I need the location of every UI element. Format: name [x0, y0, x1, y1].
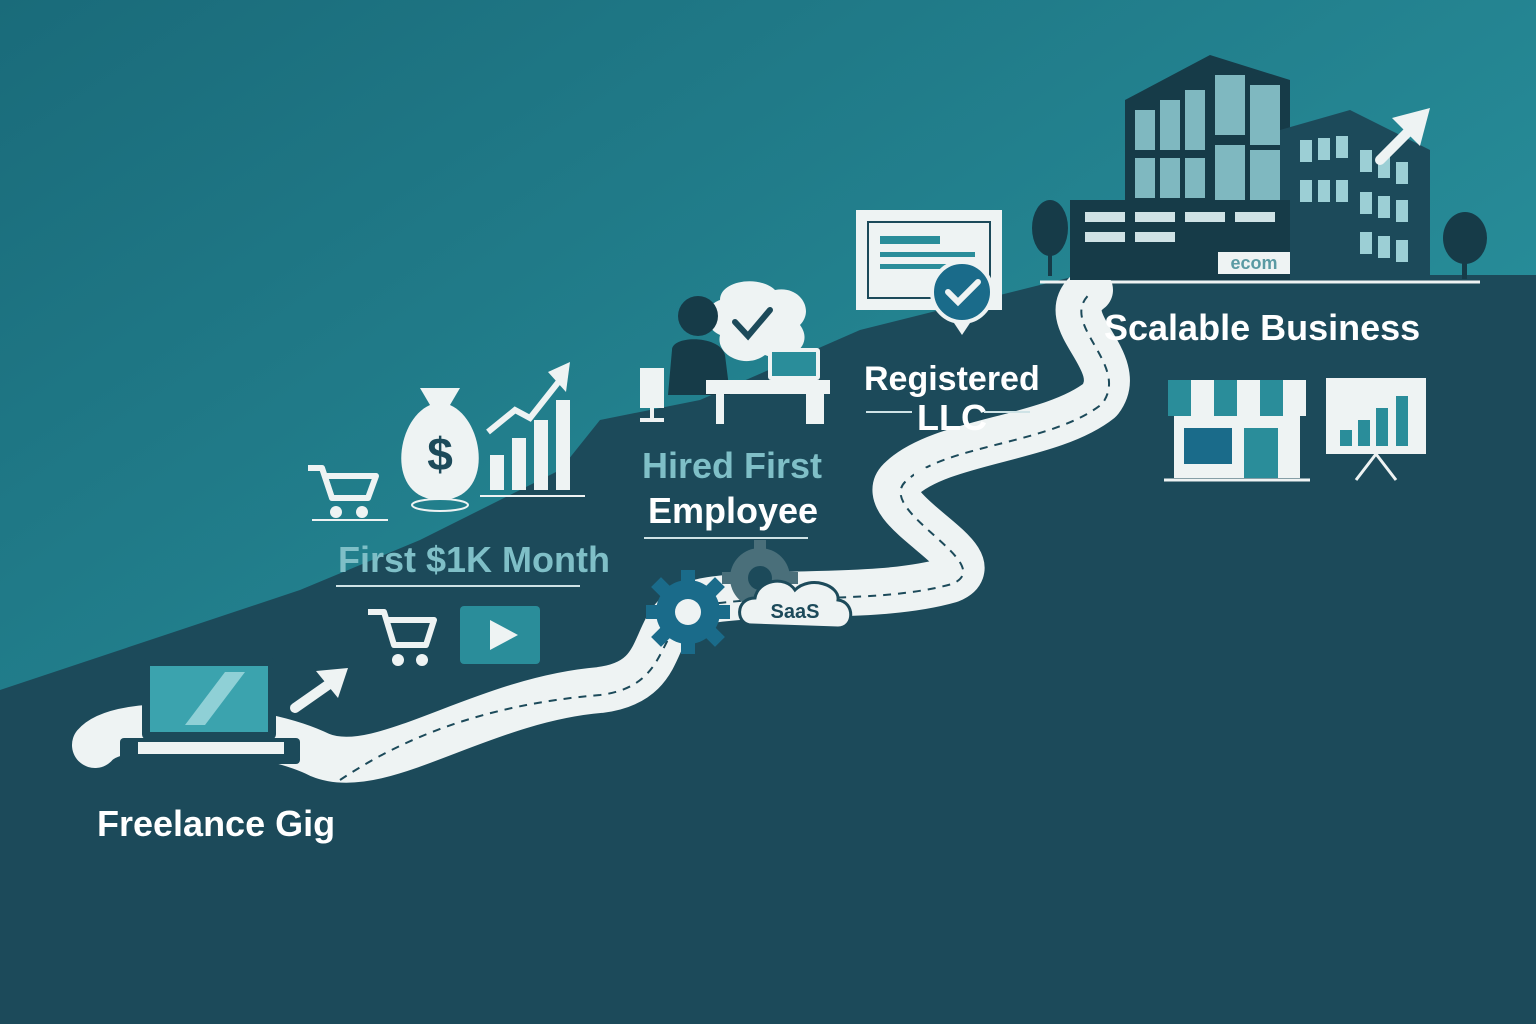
milestone-hired-label-line2: Employee — [648, 490, 818, 531]
arrow-up-right-icon — [1375, 108, 1430, 165]
gear-icon — [646, 570, 730, 654]
tree-icon — [1443, 212, 1487, 279]
check-badge-icon — [930, 260, 994, 335]
milestone-llc-label-line1: Registered — [864, 360, 1040, 398]
person-at-desk-icon — [640, 296, 830, 424]
money-bag-icon: $ — [401, 388, 479, 512]
road-arrow-icon — [910, 455, 935, 480]
storefront-icon — [1164, 380, 1310, 482]
money-bag-dollar: $ — [427, 428, 453, 480]
saas-cloud-icon: SaaS — [738, 579, 853, 630]
laptop-icon — [120, 658, 300, 764]
ecom-sign: ecom — [1230, 253, 1277, 273]
growth-chart-icon — [480, 362, 585, 497]
hill — [0, 275, 1536, 1024]
milestone-scalable-label: Scalable Business — [1104, 307, 1420, 348]
speech-bubble-check-icon — [706, 281, 806, 362]
tree-icon — [1032, 200, 1068, 276]
office-building-icon: ecom — [1040, 55, 1480, 284]
play-button-icon — [460, 606, 540, 664]
milestone-first-1k-label: First $1K Month — [338, 539, 610, 580]
milestone-freelance-label: Freelance Gig — [97, 803, 335, 844]
milestone-llc-label-line2: LLC — [917, 397, 987, 438]
arrow-up-right-icon — [290, 668, 348, 713]
milestone-hired-label-line1: Hired First — [642, 445, 822, 486]
saas-label: SaaS — [771, 601, 820, 623]
shopping-cart-icon — [368, 609, 437, 666]
shopping-cart-icon — [308, 465, 388, 521]
presentation-chart-icon — [1326, 378, 1426, 481]
